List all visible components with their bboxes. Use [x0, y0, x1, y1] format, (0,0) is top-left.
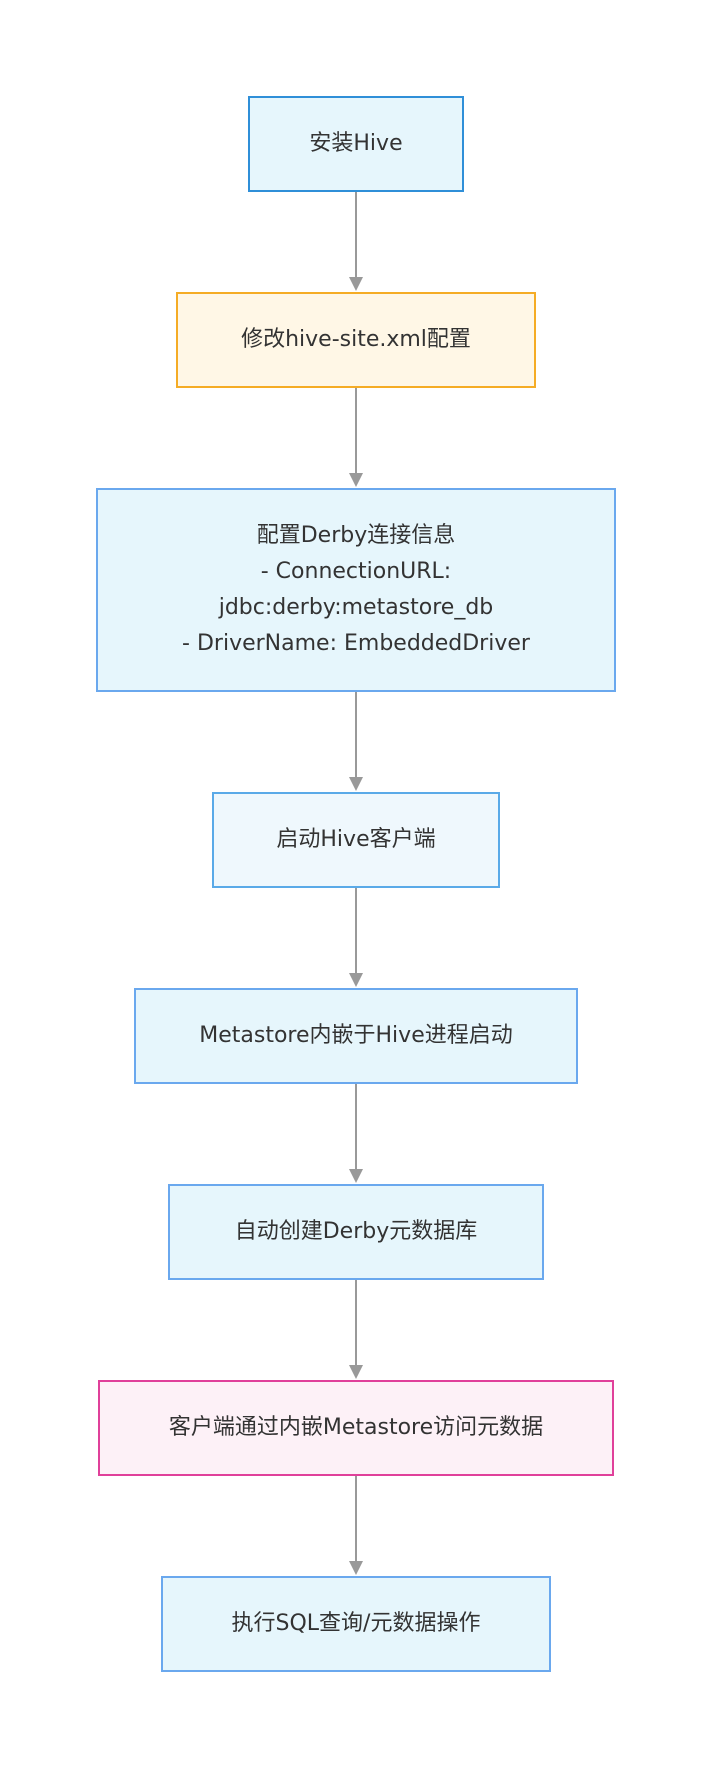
node-edit-hive-site-config-text: 修改hive-site.xml配置 [241, 327, 471, 352]
edge-arrowhead-3 [349, 777, 363, 791]
node-metastore-embedded-start: Metastore内嵌于Hive进程启动 [134, 988, 578, 1084]
node-configure-derby-driver: - DriverName: EmbeddedDriver [182, 631, 530, 656]
edge-arrowhead-7 [349, 1561, 363, 1575]
node-install-hive: 安装Hive [248, 96, 464, 192]
edge-arrowhead-1 [349, 277, 363, 291]
node-client-access-metadata-text: 客户端通过内嵌Metastore访问元数据 [168, 1415, 544, 1440]
node-install-hive-text: 安装Hive [309, 131, 403, 156]
node-run-sql-metadata-ops: 执行SQL查询/元数据操作 [161, 1576, 551, 1672]
node-edit-hive-site-config: 修改hive-site.xml配置 [176, 292, 536, 388]
node-create-derby-metastore-db: 自动创建Derby元数据库 [168, 1184, 544, 1280]
node-start-hive-client-text: 启动Hive客户端 [276, 827, 436, 852]
node-configure-derby-url-value: jdbc:derby:metastore_db [218, 595, 494, 620]
node-client-access-metadata: 客户端通过内嵌Metastore访问元数据 [98, 1380, 614, 1476]
node-metastore-embedded-start-text: Metastore内嵌于Hive进程启动 [199, 1023, 513, 1048]
node-configure-derby-url-label: - ConnectionURL: [260, 559, 452, 584]
edge-arrowhead-4 [349, 973, 363, 987]
node-run-sql-metadata-ops-text: 执行SQL查询/元数据操作 [231, 1611, 481, 1636]
node-create-derby-metastore-db-text: 自动创建Derby元数据库 [234, 1219, 478, 1244]
edge-arrowhead-2 [349, 473, 363, 487]
node-start-hive-client: 启动Hive客户端 [212, 792, 500, 888]
node-configure-derby-title: 配置Derby连接信息 [256, 523, 456, 548]
edge-arrowhead-5 [349, 1169, 363, 1183]
node-configure-derby-connection: 配置Derby连接信息 - ConnectionURL: jdbc:derby:… [96, 488, 616, 692]
edge-arrowhead-6 [349, 1365, 363, 1379]
